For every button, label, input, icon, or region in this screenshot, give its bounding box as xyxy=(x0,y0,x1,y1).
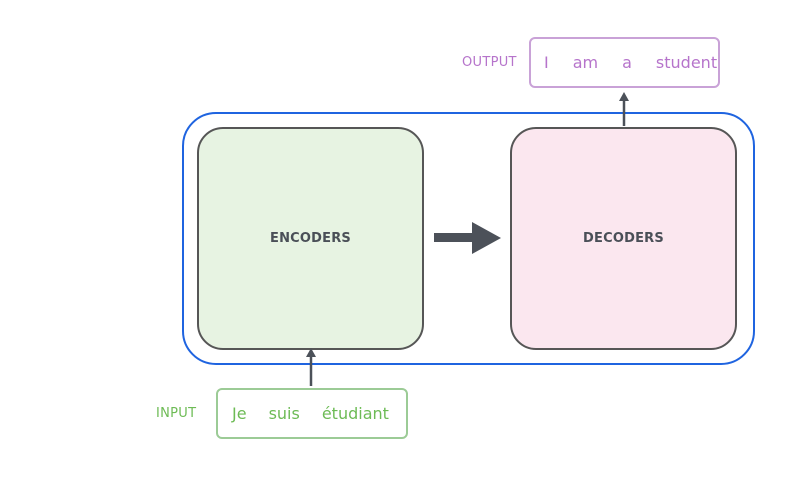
decoder-to-output-arrow xyxy=(619,92,629,126)
decoders-label: DECODERS xyxy=(583,231,664,246)
input-token: étudiant xyxy=(321,404,389,423)
input-token: Je xyxy=(232,404,247,423)
input-to-encoder-arrow xyxy=(306,348,316,386)
output-token: I xyxy=(544,53,549,72)
output-sentence-box: I am a student xyxy=(529,37,720,88)
encoders-label: ENCODERS xyxy=(270,231,351,246)
encoder-decoder-frame xyxy=(182,112,755,365)
input-token: suis xyxy=(268,404,300,423)
output-token: student xyxy=(655,53,718,72)
output-label: OUTPUT xyxy=(462,55,517,70)
decoders-block: DECODERS xyxy=(510,127,737,350)
input-label: INPUT xyxy=(156,406,197,421)
output-token: a xyxy=(622,53,632,72)
output-token: am xyxy=(572,53,599,72)
encoder-to-decoder-arrow xyxy=(434,222,501,254)
input-sentence-box: Je suis étudiant xyxy=(216,388,408,439)
